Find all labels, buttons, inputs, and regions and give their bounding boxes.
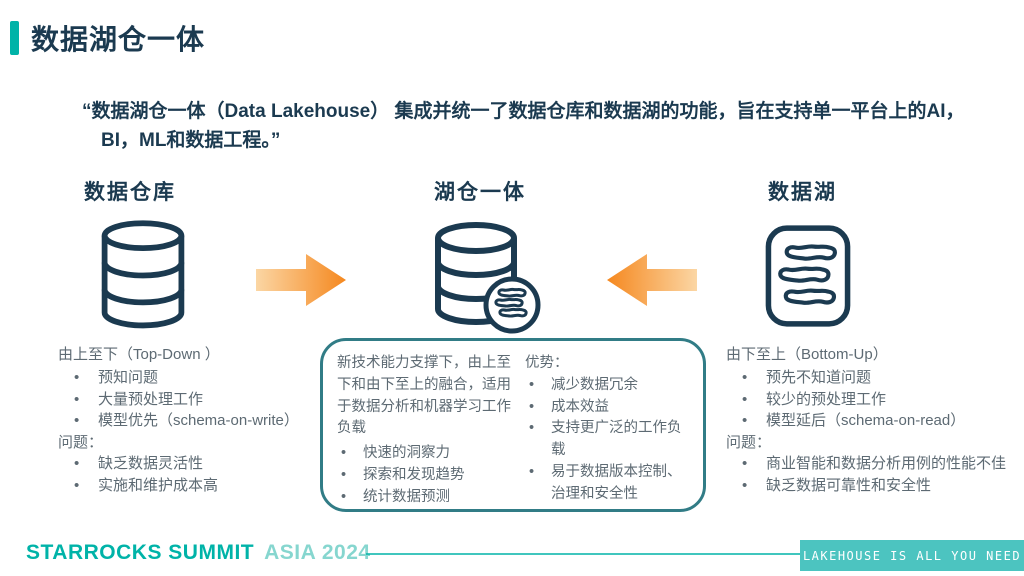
title-row: 数据湖仓一体 xyxy=(10,18,205,58)
page-title: 数据湖仓一体 xyxy=(31,24,206,55)
quote-text: “数据湖仓一体（Data Lakehouse） 集成并统一了数据仓库和数据湖的功… xyxy=(82,101,965,152)
datalake-problems-label: 问题： xyxy=(726,434,772,452)
column-heading-datalake: 数据湖 xyxy=(768,181,837,204)
bullet-item: 支持更广泛的工作负载 xyxy=(525,418,687,462)
footer-brand: STARROCKS SUMMIT ASIA 2024 xyxy=(26,541,371,565)
database-cylinder-icon xyxy=(101,220,185,329)
bullet-item: 大量预处理工作 xyxy=(58,389,320,410)
bullet-item: 探索和发现趋势 xyxy=(337,465,515,487)
bullet-item: 实施和维护成本高 xyxy=(58,475,320,496)
lakehouse-box-left-column: 新技术能力支撑下，由上至下和由下至上的融合，适用于数据分析和机器学习工作负载 快… xyxy=(337,353,515,505)
bullet-item: 模型延后（schema-on-read） xyxy=(726,410,1008,431)
lakehouse-box-right-column: 优势： 减少数据冗余 成本效益 支持更广泛的工作负载 易于数据版本控制、治理和安… xyxy=(525,353,687,502)
warehouse-problems-label: 问题： xyxy=(58,434,104,452)
bullet-item: 预知问题 xyxy=(58,367,320,388)
lakehouse-advantages-label: 优势： xyxy=(525,355,569,371)
footer-banner: LAKEHOUSE IS ALL YOU NEED xyxy=(800,540,1024,571)
database-lake-icon xyxy=(435,222,541,334)
column-heading-warehouse: 数据仓库 xyxy=(84,181,176,204)
arrow-left-icon xyxy=(607,254,697,306)
bullet-item: 统计数据预测 xyxy=(337,487,515,509)
bullet-item: 减少数据冗余 xyxy=(525,375,687,397)
lake-layers-icon xyxy=(765,225,851,327)
bullet-item: 缺乏数据可靠性和安全性 xyxy=(726,475,1008,496)
datalake-approach-label: 由下至上（Bottom-Up） xyxy=(726,346,888,363)
lakehouse-box: 新技术能力支撑下，由上至下和由下至上的融合，适用于数据分析和机器学习工作负载 快… xyxy=(320,338,706,512)
brand-edition: ASIA 2024 xyxy=(264,541,371,564)
bullet-item: 商业智能和数据分析用例的性能不佳 xyxy=(726,453,1008,474)
bullet-item: 快速的洞察力 xyxy=(337,443,515,465)
bullet-item: 缺乏数据灵活性 xyxy=(58,453,320,474)
brand-name: STARROCKS SUMMIT xyxy=(26,541,255,564)
column-heading-lakehouse: 湖仓一体 xyxy=(434,181,526,204)
bullet-item: 易于数据版本控制、治理和安全性 xyxy=(525,462,687,506)
bullet-item: 预先不知道问题 xyxy=(726,367,1008,388)
warehouse-approach-label: 由上至下（Top-Down ） xyxy=(58,346,220,363)
bullet-item: 模型优先（schema-on-write） xyxy=(58,410,320,431)
arrow-right-icon xyxy=(256,254,346,306)
bullet-item: 成本效益 xyxy=(525,397,687,419)
lakehouse-intro-text: 新技术能力支撑下，由上至下和由下至上的融合，适用于数据分析和机器学习工作负载 xyxy=(337,355,511,437)
bullet-item: 较少的预处理工作 xyxy=(726,389,1008,410)
title-accent-bar xyxy=(10,21,19,55)
warehouse-notes: 由上至下（Top-Down ） 预知问题 大量预处理工作 模型优先（schema… xyxy=(58,344,320,496)
datalake-notes: 由下至上（Bottom-Up） 预先不知道问题 较少的预处理工作 模型延后（sc… xyxy=(726,344,1008,496)
